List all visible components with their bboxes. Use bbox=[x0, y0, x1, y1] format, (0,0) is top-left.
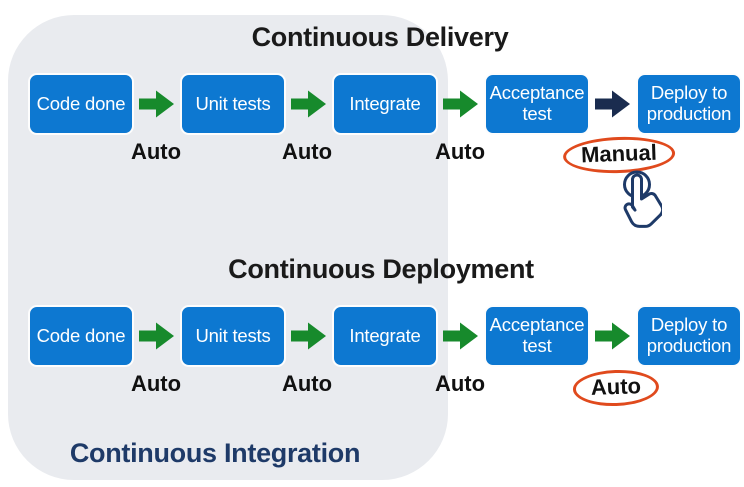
right-block-arrow-icon bbox=[595, 322, 630, 350]
deployment-step-integrate: Integrate bbox=[332, 305, 438, 367]
deployment-step-unit-tests: Unit tests bbox=[180, 305, 286, 367]
right-block-arrow-icon bbox=[291, 322, 326, 350]
deployment-transition-label-3: Auto bbox=[434, 371, 486, 396]
step-label: Unit tests bbox=[195, 92, 271, 114]
deployment-arrow-3 bbox=[438, 305, 484, 367]
deployment-step-code-done: Code done bbox=[28, 305, 134, 367]
step-label: Code done bbox=[36, 92, 126, 114]
delivery-step-deploy: Deploy to production bbox=[636, 73, 742, 135]
delivery-arrow-3 bbox=[438, 73, 484, 135]
delivery-arrow-2 bbox=[286, 73, 332, 135]
delivery-arrow-1 bbox=[134, 73, 180, 135]
delivery-step-integrate: Integrate bbox=[332, 73, 438, 135]
deployment-transition-label-1: Auto bbox=[130, 371, 182, 396]
right-block-arrow-icon bbox=[291, 90, 326, 118]
step-label: Unit tests bbox=[195, 324, 271, 346]
continuous-delivery-title: Continuous Delivery bbox=[251, 22, 509, 52]
deployment-transition-label-auto-circled: Auto bbox=[572, 368, 660, 408]
continuous-integration-title: Continuous Integration bbox=[69, 438, 361, 468]
delivery-transition-label-2: Auto bbox=[281, 139, 333, 164]
deployment-arrow-2 bbox=[286, 305, 332, 367]
continuous-deployment-title: Continuous Deployment bbox=[228, 254, 534, 284]
step-label: Deploy to production bbox=[646, 82, 732, 124]
right-block-arrow-icon bbox=[595, 90, 630, 118]
deployment-step-acceptance-test: Acceptance test bbox=[484, 305, 590, 367]
delivery-pipeline: Code done Unit tests Integrate Acceptanc… bbox=[28, 73, 742, 135]
delivery-transition-label-1: Auto bbox=[130, 139, 182, 164]
step-label: Code done bbox=[36, 324, 126, 346]
deployment-arrow-4 bbox=[590, 305, 636, 367]
step-label: Integrate bbox=[349, 92, 421, 114]
delivery-arrow-4 bbox=[590, 73, 636, 135]
right-block-arrow-icon bbox=[139, 322, 174, 350]
deployment-arrow-1 bbox=[134, 305, 180, 367]
step-label: Acceptance test bbox=[489, 82, 585, 124]
tap-hand-icon bbox=[623, 170, 662, 228]
delivery-step-unit-tests: Unit tests bbox=[180, 73, 286, 135]
delivery-step-acceptance-test: Acceptance test bbox=[484, 73, 590, 135]
step-label: Deploy to production bbox=[646, 314, 732, 356]
step-label: Integrate bbox=[349, 324, 421, 346]
deployment-transition-label-2: Auto bbox=[281, 371, 333, 396]
right-block-arrow-icon bbox=[443, 90, 478, 118]
right-block-arrow-icon bbox=[443, 322, 478, 350]
deployment-pipeline: Code done Unit tests Integrate Acceptanc… bbox=[28, 305, 742, 367]
delivery-step-code-done: Code done bbox=[28, 73, 134, 135]
deployment-step-deploy: Deploy to production bbox=[636, 305, 742, 367]
step-label: Acceptance test bbox=[489, 314, 585, 356]
delivery-transition-label-3: Auto bbox=[434, 139, 486, 164]
right-block-arrow-icon bbox=[139, 90, 174, 118]
